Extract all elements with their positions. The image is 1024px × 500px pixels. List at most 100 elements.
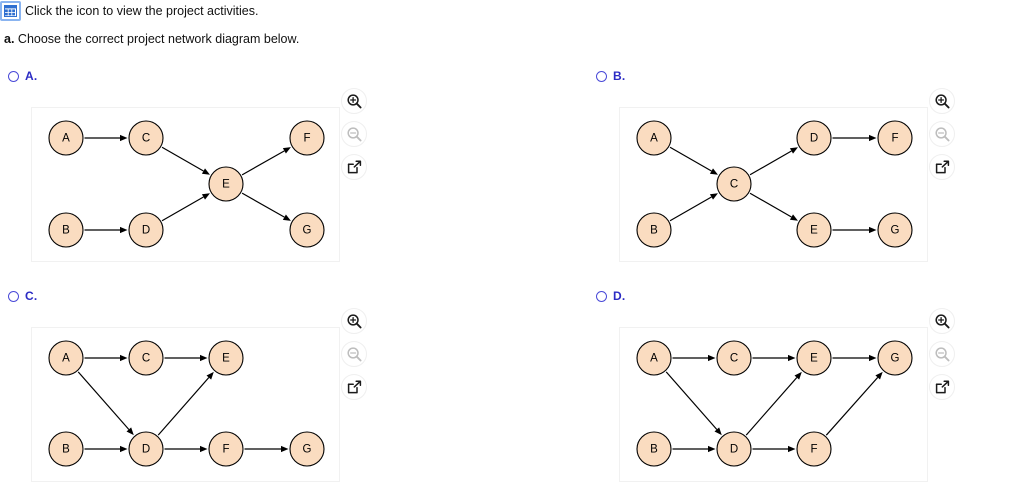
graph-node-label: E <box>810 225 818 237</box>
radio-button-d[interactable] <box>596 290 607 302</box>
graph-node-label: C <box>142 133 150 145</box>
graph-edge-arrowhead <box>709 168 718 175</box>
open-in-new-window-icon[interactable] <box>341 374 367 400</box>
option-letter-d: D. <box>613 289 626 303</box>
graph-node-label: E <box>810 353 818 365</box>
zoom-out-icon <box>929 341 955 367</box>
diagram-tools-c <box>341 308 371 400</box>
graph-node-c <box>128 120 164 156</box>
graph-edge-arrowhead <box>282 214 291 221</box>
graph-edge <box>749 192 792 218</box>
graph-node-f <box>208 431 244 467</box>
radio-button-a[interactable] <box>8 70 19 82</box>
graph-edge-arrowhead <box>200 445 208 453</box>
graph-node-c <box>716 340 752 376</box>
option-header-d[interactable]: D. <box>596 288 625 304</box>
graph-node-c <box>716 166 752 202</box>
graph-node-label: B <box>62 444 70 456</box>
option-header-b[interactable]: B. <box>596 68 625 84</box>
graph-node-a <box>636 120 672 156</box>
radio-button-c[interactable] <box>8 290 19 302</box>
option-letter-b: B. <box>613 69 626 83</box>
zoom-in-icon[interactable] <box>929 88 955 114</box>
graph-edge <box>825 377 879 436</box>
graph-edge-arrowhead <box>794 371 802 380</box>
graph-edge <box>749 150 792 176</box>
option-letter-c: C. <box>25 289 38 303</box>
graph-node-label: E <box>222 353 230 365</box>
graph-node-f <box>796 431 832 467</box>
table-grid-icon-button[interactable] <box>0 1 21 21</box>
graph-node-label: D <box>730 444 738 456</box>
graph-node-label: D <box>142 225 150 237</box>
table-grid-icon <box>4 5 17 17</box>
graph-edge-arrowhead <box>788 445 796 453</box>
graph-edge <box>77 371 130 430</box>
graph-node-label: F <box>891 133 898 145</box>
graph-edge-arrowhead <box>869 226 877 234</box>
graph-node-label: G <box>303 444 312 456</box>
graph-node-label: B <box>650 444 658 456</box>
graph-node-b <box>636 431 672 467</box>
zoom-in-icon[interactable] <box>341 88 367 114</box>
graph-edge <box>745 377 798 436</box>
graph-edge <box>665 371 718 430</box>
zoom-in-icon[interactable] <box>341 308 367 334</box>
graph-node-g <box>877 212 913 248</box>
graph-node-label: G <box>303 225 312 237</box>
graph-edge <box>161 196 204 222</box>
question-label: a. <box>4 32 15 46</box>
zoom-in-icon[interactable] <box>929 308 955 334</box>
graph-node-label: B <box>62 225 70 237</box>
graph-node-label: A <box>62 133 70 145</box>
graph-node-e <box>208 166 244 202</box>
radio-button-b[interactable] <box>596 70 607 82</box>
graph-edge <box>157 377 210 436</box>
graph-edge-arrowhead <box>714 427 722 436</box>
graph-edge-arrowhead <box>201 168 210 175</box>
graph-node-g <box>289 431 325 467</box>
graph-node-label: A <box>62 353 70 365</box>
graph-node-label: F <box>810 444 817 456</box>
graph-edge <box>241 192 285 218</box>
option-header-a[interactable]: A. <box>8 68 37 84</box>
open-in-new-window-icon[interactable] <box>929 374 955 400</box>
open-in-new-window-icon[interactable] <box>929 154 955 180</box>
graph-edge <box>669 196 712 222</box>
graph-node-label: G <box>891 353 900 365</box>
graph-node-label: C <box>730 353 738 365</box>
graph-edge-arrowhead <box>206 371 214 380</box>
graph-node-b <box>48 431 84 467</box>
activity-prompt-row: Click the icon to view the project activ… <box>0 0 258 22</box>
graph-edge-arrowhead <box>708 354 716 362</box>
graph-node-a <box>636 340 672 376</box>
graph-edge-arrowhead <box>120 134 128 142</box>
graph-node-label: E <box>222 179 230 191</box>
option-header-c[interactable]: C. <box>8 288 37 304</box>
graph-node-e <box>796 340 832 376</box>
question-line: a. Choose the correct project network di… <box>4 32 299 46</box>
graph-node-e <box>208 340 244 376</box>
zoom-out-icon <box>929 121 955 147</box>
diagram-tools-b <box>929 88 959 180</box>
activity-prompt-text: Click the icon to view the project activ… <box>25 4 259 18</box>
graph-edge-arrowhead <box>788 354 796 362</box>
graph-node-g <box>289 212 325 248</box>
zoom-out-icon <box>341 121 367 147</box>
graph-node-label: C <box>142 353 150 365</box>
graph-node-d <box>128 212 164 248</box>
graph-edge-arrowhead <box>789 147 798 154</box>
open-in-new-window-icon[interactable] <box>341 154 367 180</box>
